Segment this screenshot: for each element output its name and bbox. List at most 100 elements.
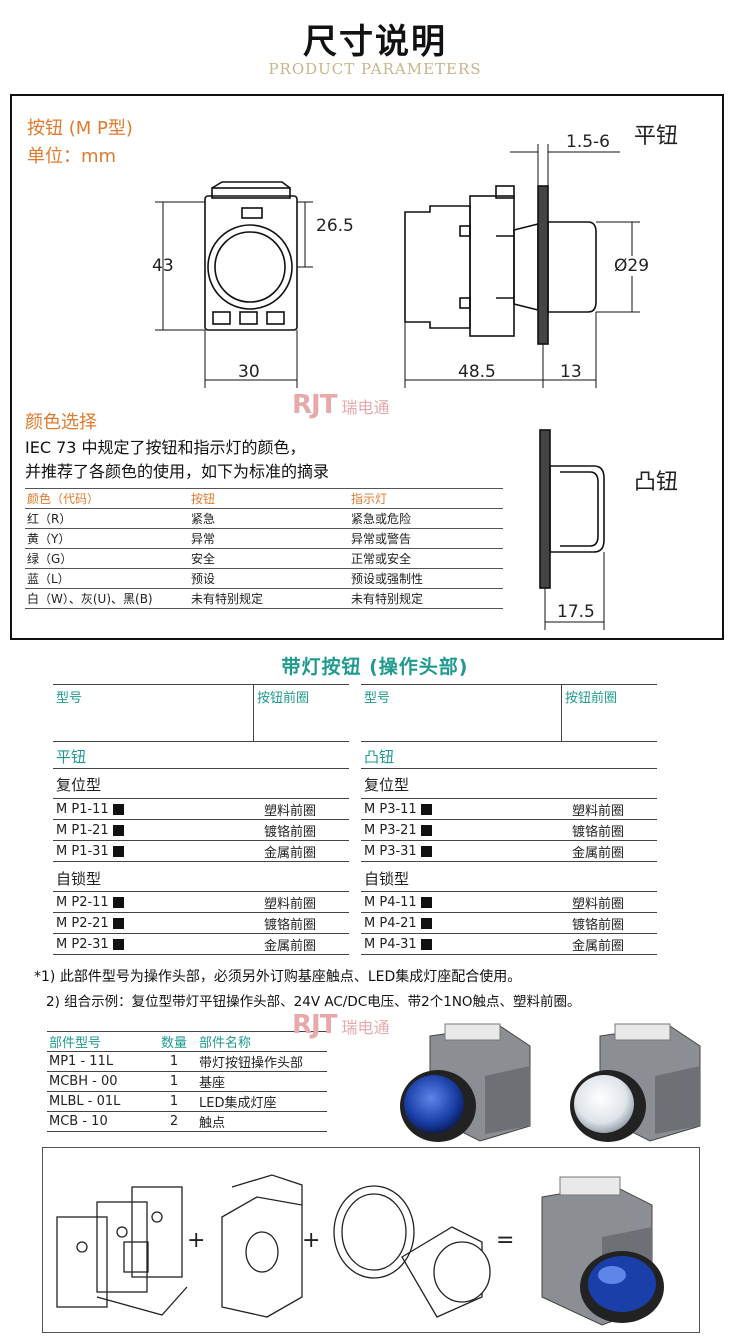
dim-diameter: Ø29: [614, 256, 650, 276]
dim-front-height: 43: [152, 256, 174, 276]
color-code-icon: [420, 824, 432, 836]
table-row: M P4-21 镀铬前圈: [361, 912, 657, 934]
cell: 安全: [189, 548, 349, 569]
color-code-icon: [420, 917, 432, 929]
cell: MLBL - 01L: [47, 1091, 151, 1112]
header-part-name: 部件名称: [197, 1031, 327, 1052]
note-2: 2) 组合示例：复位型带灯平钮操作头部、24V AC/DC电压、带2个1NO触点…: [46, 994, 581, 1010]
bezel-type: 塑料前圈: [261, 891, 349, 913]
header-button: 按钮: [189, 488, 349, 509]
table-row: 黄（Y）异常异常或警告: [25, 528, 503, 549]
lit-section-title: 带灯按钮 (操作头部): [281, 656, 469, 678]
cell: 白（W）、灰(U)、黑(B): [25, 588, 189, 609]
model-code: M P4-21: [364, 915, 417, 931]
contact-blocks-drawing: [56, 1186, 188, 1316]
color-code-icon: [112, 938, 124, 950]
clear-button-photo: [570, 1023, 701, 1142]
bezel-type: 镀铬前圈: [261, 912, 349, 934]
color-desc-line1: IEC 73 中规定了按钮和指示灯的颜色，: [25, 438, 306, 457]
cell: 蓝（L）: [25, 568, 189, 589]
color-code-icon: [112, 917, 124, 929]
dim-panel-range: 1.5-6: [566, 132, 610, 152]
dim-front-width: 30: [238, 362, 260, 382]
col-divider: [253, 685, 254, 741]
bezel-type: 金属前圈: [569, 840, 657, 862]
watermark: RJT 瑞电通: [292, 390, 390, 420]
table-row: 白（W）、灰(U)、黑(B)未有特别规定未有特别规定: [25, 588, 503, 609]
header-part-no: 部件型号: [47, 1031, 151, 1052]
dim-raised-depth: 17.5: [557, 602, 595, 622]
flat-button-label: 平钮: [634, 124, 679, 149]
watermark-cn: 瑞电通: [341, 398, 390, 417]
cell: 触点: [197, 1111, 327, 1132]
model-code: M P2-11: [56, 894, 109, 910]
divider: [53, 768, 349, 769]
page-subtitle: PRODUCT PARAMETERS: [268, 60, 482, 78]
watermark: RJT 瑞电通: [292, 1010, 390, 1040]
color-code-icon: [112, 803, 124, 815]
table-row: 蓝（L）预设预设或强制性: [25, 568, 503, 589]
cell: 带灯按钮操作头部: [197, 1051, 327, 1072]
dim-flat-depth: 13: [560, 362, 582, 382]
cell: 绿（G）: [25, 548, 189, 569]
cell: 异常: [189, 528, 349, 549]
watermark-cn: 瑞电通: [341, 1018, 390, 1037]
color-desc-line2: 并推荐了各颜色的使用，如下为标准的摘录: [25, 462, 330, 481]
assembly-panel: [42, 1147, 700, 1333]
blue-button-photo: [400, 1023, 531, 1142]
dim-front-offset: 26.5: [316, 216, 354, 236]
model-code: M P3-31: [364, 843, 417, 859]
color-code-icon: [112, 824, 124, 836]
dimension-panel: [10, 94, 724, 640]
table-row: M P1-21 镀铬前圈: [53, 819, 349, 841]
cell: 异常或警告: [349, 528, 503, 549]
right-type-label: 凸钮: [364, 748, 395, 766]
cell: MCB - 10: [47, 1111, 151, 1132]
right-latch-label: 自锁型: [364, 870, 410, 888]
left-reset-label: 复位型: [56, 776, 102, 794]
right-reset-label: 复位型: [364, 776, 410, 794]
model-code: M P1-21: [56, 822, 109, 838]
cell: 1: [151, 1051, 197, 1072]
color-code-icon: [420, 845, 432, 857]
parts-table-header: 部件型号 数量 部件名称: [47, 1031, 327, 1052]
cell: MCBH - 00: [47, 1071, 151, 1092]
bezel-type: 塑料前圈: [569, 891, 657, 913]
cell: 红（R）: [25, 508, 189, 529]
bezel-type: 镀铬前圈: [569, 912, 657, 934]
bezel-type: 镀铬前圈: [569, 819, 657, 841]
color-code-icon: [112, 845, 124, 857]
model-code: M P1-31: [56, 843, 109, 859]
cell: LED集成灯座: [197, 1091, 327, 1112]
product-photos: [400, 1023, 701, 1142]
col-model-label: 型号: [364, 691, 391, 706]
right-header: 型号 按钮前圈: [361, 684, 657, 742]
header-indicator: 指示灯: [349, 488, 503, 509]
cell: 未有特别规定: [189, 588, 349, 609]
left-latch-label: 自锁型: [56, 870, 102, 888]
color-code-icon: [420, 803, 432, 815]
dimension-drawing: [155, 144, 640, 630]
col-bezel-label: 按钮前圈: [257, 691, 310, 706]
bezel-type: 金属前圈: [569, 933, 657, 955]
bezel-type: 镀铬前圈: [261, 819, 349, 841]
header-qty: 数量: [151, 1031, 197, 1052]
plus-sign: +: [187, 1228, 206, 1253]
cell: 1: [151, 1071, 197, 1092]
cell: 预设: [189, 568, 349, 589]
cell: 2: [151, 1111, 197, 1132]
bezel-type: 金属前圈: [261, 840, 349, 862]
bezel-type: 塑料前圈: [569, 798, 657, 820]
assembly-drawing: [56, 1174, 664, 1326]
col-bezel-label: 按钮前圈: [565, 691, 618, 706]
